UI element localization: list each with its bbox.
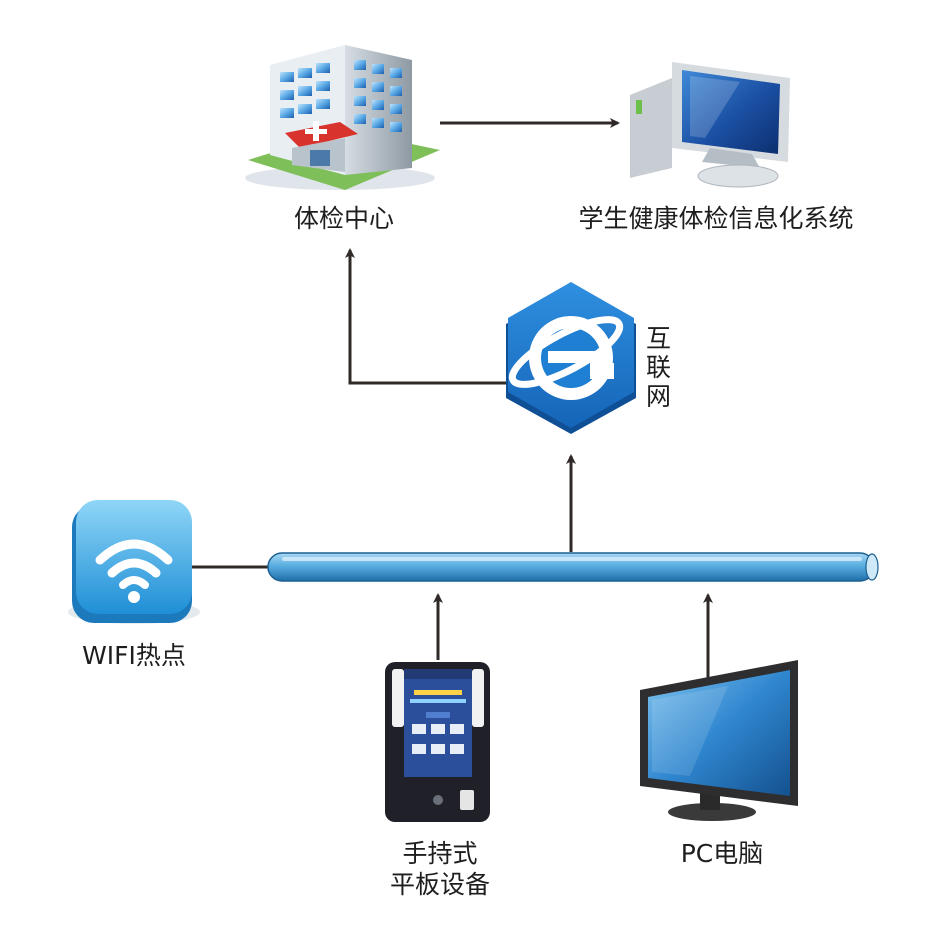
hospital-label: 体检中心: [293, 204, 395, 233]
internet-explorer-icon: [506, 282, 636, 434]
handheld-tablet-icon: [385, 662, 490, 822]
tablet-label-line: 平板设备: [389, 870, 491, 899]
wifi-icon: [68, 500, 200, 624]
connectors: [192, 118, 713, 680]
tablet-label-line: 手持式: [402, 839, 478, 868]
desktop-computer-icon: [630, 62, 790, 188]
wifi-label: WIFI热点: [82, 641, 186, 670]
internet-label-line: 互: [646, 324, 672, 353]
network-bus: [267, 552, 879, 582]
tablet-label: 手持式 平板设备: [390, 838, 490, 900]
internet-label-line: 网: [646, 382, 672, 411]
pc-monitor-icon: [640, 660, 798, 821]
internet-label-line: 联: [646, 353, 672, 382]
health-system-label: 学生健康体检信息化系统: [578, 204, 854, 233]
pc-label: PC电脑: [680, 839, 764, 868]
internet-label: 互 联 网: [646, 324, 671, 411]
arrow-internet-to-hospital: [345, 248, 507, 385]
hospital-building-icon: [245, 45, 440, 190]
